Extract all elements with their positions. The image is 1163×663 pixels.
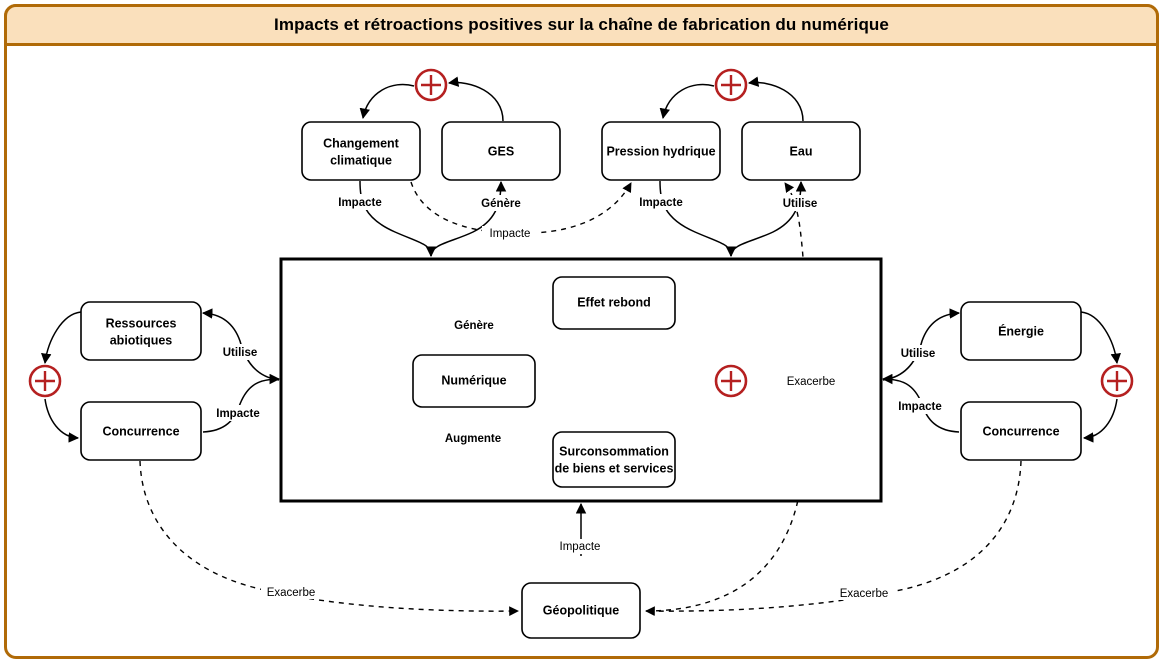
- node-label: abiotiques: [110, 333, 173, 347]
- plus-marker-layer: [28, 68, 1134, 398]
- edge-label-utilise-eau: Utilise: [775, 195, 827, 211]
- edge-label-exacerbe-centre: Exacerbe: [781, 373, 841, 388]
- node-numerique[interactable]: Numérique: [412, 354, 536, 408]
- edge-label-impacte-concurrence-droite: Impacte: [890, 398, 950, 414]
- edge-ges-to-plus-climat: [447, 76, 504, 122]
- edge-plus-hydrique-to-pression: [659, 83, 715, 120]
- page-title: Impacts et rétroactions positives sur la…: [274, 15, 889, 34]
- node-label: Changement: [323, 136, 400, 150]
- edge-label-genere-ges: Génère: [473, 195, 529, 211]
- node-label: Géopolitique: [543, 603, 619, 617]
- edge-changement-impacte-pression: [410, 181, 632, 234]
- node-label: de biens et services: [555, 461, 674, 475]
- edge-label-augmente-numerique: Augmente: [438, 430, 508, 446]
- svg-text:Impacte: Impacte: [898, 401, 941, 413]
- node-pression-hydrique[interactable]: Pression hydrique: [601, 121, 721, 181]
- node-ressources-abiotiques[interactable]: Ressources abiotiques: [80, 301, 202, 361]
- edge-energie-to-plus-droite: [1080, 311, 1121, 365]
- node-surconsommation[interactable]: Surconsommation de biens et services: [552, 431, 676, 488]
- edge-container-utilise-eau: [730, 180, 807, 257]
- node-label: Eau: [790, 144, 813, 158]
- edge-label-impacte-climat-pression: Impacte: [482, 226, 538, 241]
- edge-eau-to-plus-hydrique: [747, 76, 804, 122]
- node-label: GES: [488, 144, 514, 158]
- edge-plus-gauche-to-concurrence: [44, 398, 80, 443]
- edge-concurrence-droite-exacerbe-geopolitique: [645, 460, 1022, 617]
- node-label: Concurrence: [102, 424, 179, 438]
- plus-icon-energie-concurrence: [1100, 364, 1134, 398]
- node-effet-rebond[interactable]: Effet rebond: [552, 276, 676, 330]
- edge-concurrence-gauche-impacte-container: [202, 373, 281, 433]
- svg-text:Exacerbe: Exacerbe: [267, 587, 316, 599]
- edge-container-utilise-ressources: [201, 308, 280, 381]
- node-geopolitique[interactable]: Géopolitique: [521, 582, 641, 639]
- node-concurrence-droite[interactable]: Concurrence: [960, 401, 1082, 461]
- edge-changement-impacte-container: [359, 180, 437, 258]
- edge-label-utilise-energie: Utilise: [893, 345, 945, 361]
- edge-container-utilise-energie: [882, 308, 961, 381]
- edge-ressources-to-plus-gauche: [41, 311, 82, 365]
- svg-text:Génère: Génère: [454, 320, 494, 332]
- node-energie[interactable]: Énergie: [960, 301, 1082, 361]
- svg-text:Impacte: Impacte: [338, 197, 381, 209]
- node-ges[interactable]: GES: [441, 121, 561, 181]
- edge-label-layer: Impacte Génère Impacte Utilise Impacte U: [208, 194, 950, 600]
- edge-container-genere-ges: [430, 180, 507, 257]
- svg-text:Génère: Génère: [481, 198, 521, 210]
- svg-text:Utilise: Utilise: [223, 347, 258, 359]
- node-layer: Changement climatique GES Pression hydri…: [80, 121, 1082, 639]
- edge-label-impacte-pression: Impacte: [631, 194, 691, 210]
- svg-text:Augmente: Augmente: [445, 433, 501, 445]
- svg-text:Impacte: Impacte: [560, 541, 601, 553]
- node-concurrence-gauche[interactable]: Concurrence: [80, 401, 202, 461]
- node-label: Surconsommation: [559, 444, 669, 458]
- svg-text:Impacte: Impacte: [216, 408, 259, 420]
- node-label: Effet rebond: [577, 295, 651, 309]
- plus-icon-ressources-concurrence: [28, 364, 62, 398]
- svg-text:Exacerbe: Exacerbe: [840, 588, 889, 600]
- node-eau[interactable]: Eau: [741, 121, 861, 181]
- edge-label-impacte-concurrence-gauche: Impacte: [208, 405, 268, 421]
- edge-pression-impacte-container: [659, 180, 737, 258]
- node-label: Ressources: [106, 316, 177, 330]
- edge-label-exacerbe-gauche: Exacerbe: [261, 584, 321, 599]
- edge-plus-droite-to-concurrence: [1082, 398, 1118, 443]
- edge-concurrence-gauche-exacerbe-geopolitique: [139, 460, 519, 617]
- edge-plus-climat-to-changement: [359, 83, 415, 120]
- svg-text:Utilise: Utilise: [783, 198, 818, 210]
- plus-icon-rebond-surconsommation: [714, 364, 748, 398]
- plus-icon-climat-ges: [414, 68, 448, 102]
- window-titlebar: Impacts et rétroactions positives sur la…: [4, 4, 1159, 46]
- node-label: Numérique: [441, 373, 506, 387]
- edge-label-utilise-ressources: Utilise: [215, 344, 267, 360]
- svg-text:Impacte: Impacte: [490, 228, 531, 240]
- node-label: climatique: [330, 153, 392, 167]
- edge-label-exacerbe-droite: Exacerbe: [834, 585, 894, 600]
- edge-label-genere-rebond: Génère: [446, 317, 502, 333]
- node-label: Énergie: [998, 323, 1044, 338]
- node-label: Concurrence: [982, 424, 1059, 438]
- svg-text:Impacte: Impacte: [639, 197, 682, 209]
- svg-text:Exacerbe: Exacerbe: [787, 376, 836, 388]
- plus-icon-eau-pression: [714, 68, 748, 102]
- edge-label-impacte-changement: Impacte: [330, 194, 390, 210]
- node-changement-climatique[interactable]: Changement climatique: [301, 121, 421, 181]
- node-label: Pression hydrique: [606, 144, 715, 158]
- edge-label-impacte-geopolitique: Impacte: [553, 539, 608, 554]
- svg-text:Utilise: Utilise: [901, 348, 936, 360]
